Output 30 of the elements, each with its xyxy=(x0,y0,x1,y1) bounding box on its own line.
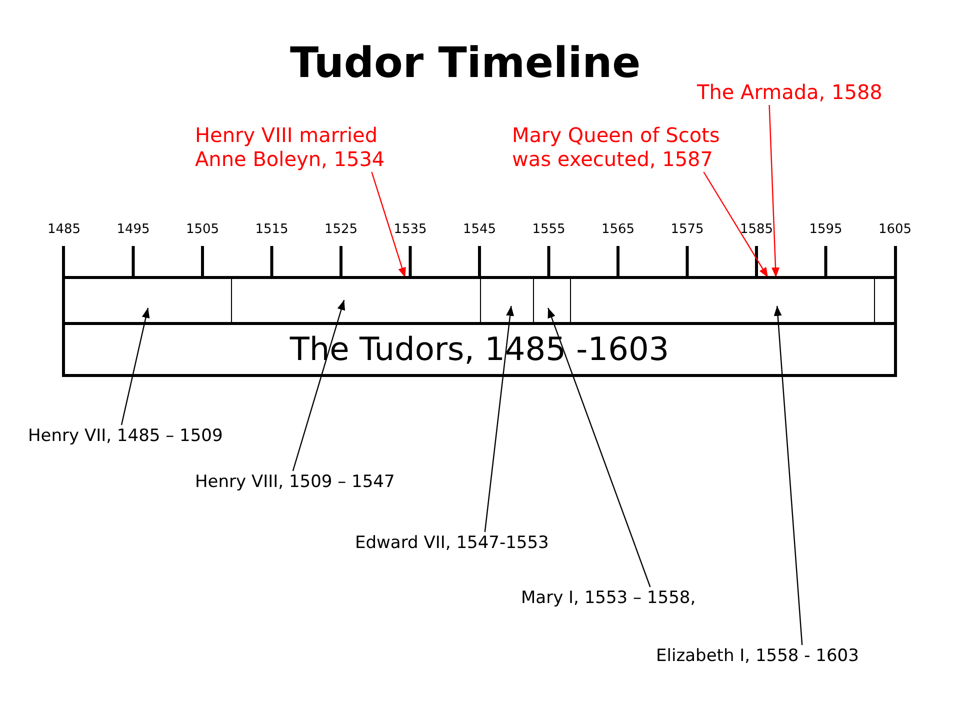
year-label: 1515 xyxy=(255,222,288,238)
year-label: 1525 xyxy=(324,222,358,238)
year-label: 1565 xyxy=(601,222,635,238)
leader-arrow xyxy=(120,308,150,426)
reign-label: Edward VII, 1547-1553 xyxy=(355,533,549,554)
event-label: Henry VIII married Anne Boleyn, 1534 xyxy=(195,123,386,171)
reign-label: Henry VII, 1485 – 1509 xyxy=(28,426,223,446)
leader-arrow xyxy=(371,172,406,278)
leader-arrow xyxy=(292,300,346,472)
title: Tudor Timeline xyxy=(290,38,641,88)
reign-label: Mary I, 1553 – 1558, xyxy=(521,588,696,608)
leader-arrow xyxy=(768,104,780,278)
year-label: 1595 xyxy=(809,222,842,238)
year-label: 1575 xyxy=(670,222,704,238)
event-label: The Armada, 1588 xyxy=(697,80,882,104)
reign-label: Elizabeth I, 1558 - 1603 xyxy=(656,646,859,666)
reign-label: Henry VIII, 1509 – 1547 xyxy=(195,472,395,492)
year-label: 1495 xyxy=(116,222,150,238)
leader-arrow xyxy=(548,308,651,588)
year-label: 1585 xyxy=(740,222,774,238)
event-label: Mary Queen of Scots was executed, 1587 xyxy=(512,123,721,171)
leader-arrow xyxy=(774,306,803,646)
year-label: 1485 xyxy=(47,222,81,238)
year-label: 1605 xyxy=(878,222,912,238)
year-label: 1545 xyxy=(462,222,496,238)
year-label: 1555 xyxy=(532,222,566,238)
year-label: 1535 xyxy=(394,222,427,238)
year-label: 1505 xyxy=(186,222,220,238)
leader-arrow xyxy=(484,306,514,532)
leader-arrow xyxy=(703,172,769,278)
